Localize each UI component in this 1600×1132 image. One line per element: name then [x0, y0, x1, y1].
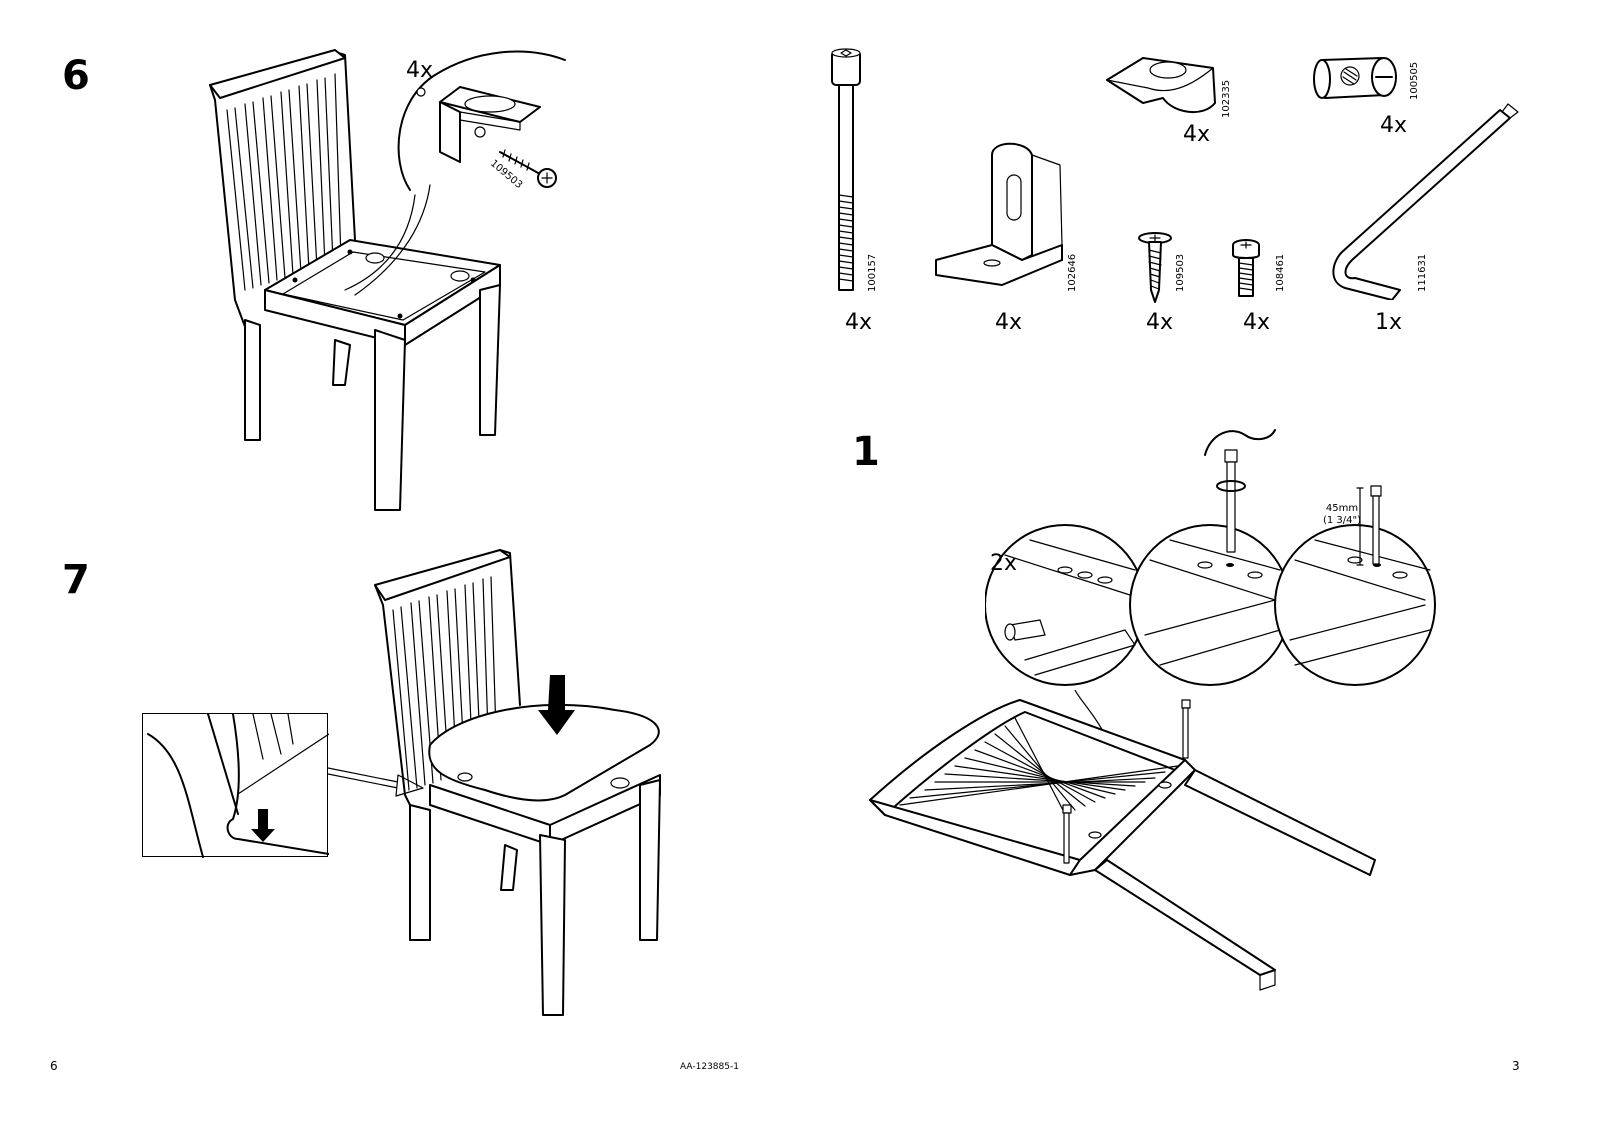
part-code-102335: 102335 — [1221, 79, 1232, 118]
step-6-number: 6 — [62, 53, 90, 99]
right-page-number: 3 — [1512, 1059, 1520, 1073]
part-qty-109503: 4x — [1146, 310, 1174, 335]
part-qty-100157: 4x — [845, 310, 873, 335]
part-slotted-nut-icon — [1103, 48, 1223, 123]
measure-mm: 45mm — [1325, 503, 1359, 514]
part-qty-108461: 4x — [1243, 310, 1271, 335]
step-7-zoom-inset — [142, 713, 329, 858]
step-7-chair-illustration — [365, 545, 675, 1025]
part-qty-111631: 1x — [1375, 310, 1403, 335]
part-qty-100505: 4x — [1380, 113, 1408, 138]
left-page-number: 6 — [50, 1059, 58, 1073]
part-code-100505: 100505 — [1409, 61, 1420, 100]
step-1-number: 1 — [852, 429, 880, 475]
step-1-measure-label: 45mm (1 3/4") — [1312, 503, 1372, 527]
step-6-chair-illustration — [195, 40, 585, 520]
part-allen-key-icon — [1330, 100, 1530, 300]
part-long-bolt-icon — [826, 45, 866, 295]
part-code-109503: 109503 — [1175, 253, 1186, 292]
part-barrel-nut-icon — [1310, 50, 1405, 105]
part-qty-102646: 4x — [995, 310, 1023, 335]
part-code-100157: 100157 — [867, 253, 878, 292]
part-short-bolt-icon — [1228, 237, 1264, 299]
step-7-number: 7 — [62, 557, 90, 603]
measure-inch: (1 3/4") — [1322, 515, 1362, 526]
part-wood-screw-icon — [1135, 230, 1175, 305]
step-6-detail-bracket — [405, 62, 575, 202]
part-code-111631: 111631 — [1417, 253, 1428, 292]
part-code-108461: 108461 — [1275, 253, 1286, 292]
part-code-102646: 102646 — [1067, 253, 1078, 292]
part-qty-102335: 4x — [1183, 122, 1211, 147]
step-6-detail-quantity: 4x — [406, 58, 434, 83]
step-1-detail-quantity: 2x — [990, 551, 1018, 576]
step-1-chair-illustration — [865, 690, 1390, 1000]
step-1-detail-circles — [985, 420, 1440, 690]
document-code: AA-123885-1 — [680, 1062, 739, 1072]
part-angle-bracket-icon — [932, 135, 1067, 295]
